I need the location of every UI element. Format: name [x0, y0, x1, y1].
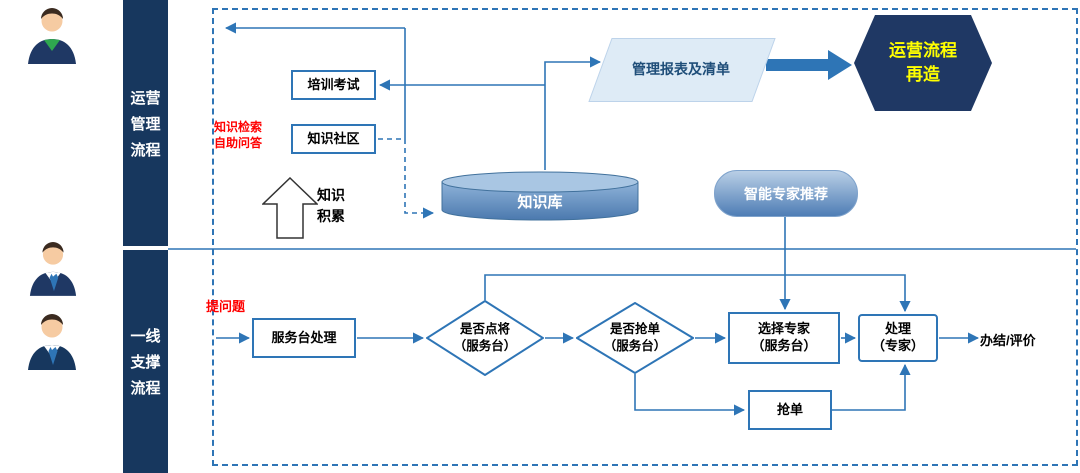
knowledge-search-note: 知识检索 自助问答	[214, 119, 284, 151]
connector-kb-to-report	[544, 56, 602, 170]
lane1-line1: 运营	[130, 90, 161, 107]
decision-designate-diamond: 是否点将 （服务台）	[425, 299, 545, 377]
lane1-line2: 管理	[130, 116, 161, 133]
process-dashed-border	[212, 8, 1078, 466]
reengineering-line2: 再造	[906, 65, 940, 84]
decision-grab-label: 是否抢单 （服务台）	[576, 302, 694, 374]
lane2-line1: 一线	[130, 328, 161, 345]
decision-designate-line2: （服务台）	[453, 339, 517, 353]
lane-label-frontline: 一线 支撑 流程	[123, 308, 168, 418]
avatar-frontline-user-2	[28, 314, 76, 370]
grab-order-label: 抢单	[776, 401, 803, 417]
knowledge-base-label: 知识库	[517, 193, 563, 211]
connector-graborder-to-handle	[832, 363, 911, 411]
diamond-shape	[425, 299, 545, 377]
decision-grab-line2: （服务台）	[603, 339, 667, 353]
knowledge-accumulation-up-arrow-icon	[262, 177, 318, 239]
note-line1: 知识检索	[214, 120, 263, 134]
hexagon-shape	[854, 15, 992, 111]
knowledge-base-cylinder: 知识库	[440, 170, 640, 222]
ask-question-label: 提问题	[206, 299, 246, 314]
lane2-line3: 流程	[130, 380, 161, 397]
block-arrow-report-to-reengineering	[766, 50, 852, 80]
cylinder-shape	[441, 171, 639, 221]
avatar-frontline-user-1	[29, 242, 77, 296]
handle-expert-line1: 处理	[884, 321, 911, 337]
lane1-line3: 流程	[130, 142, 161, 159]
decision-designate-label: 是否点将 （服务台）	[426, 300, 544, 376]
accum-line1: 知识	[317, 187, 345, 203]
avatar-operations-user	[28, 8, 76, 64]
decision-designate-line1: 是否点将	[459, 322, 510, 336]
swimlane-divider-gap	[123, 246, 168, 250]
select-expert-box: 选择专家 （服务台）	[728, 312, 840, 364]
service-desk-box: 服务台处理	[252, 318, 356, 358]
knowledge-accumulation-label: 知识 积累	[317, 185, 345, 227]
handle-expert-line2: （专家）	[871, 338, 924, 353]
lane-label-operations: 运营 管理 流程	[123, 70, 168, 180]
diamond-shape	[575, 301, 695, 375]
service-desk-label: 服务台处理	[271, 329, 337, 345]
select-expert-line1: 选择专家	[757, 321, 810, 337]
note-line2: 自助问答	[214, 136, 263, 150]
connector-designate-to-handle	[484, 274, 911, 313]
connector-grabdecision-to-graborder	[634, 374, 746, 416]
expert-recommendation-pill: 智能专家推荐	[714, 170, 858, 217]
grab-order-box: 抢单	[748, 390, 832, 430]
expert-recommendation-label: 智能专家推荐	[744, 185, 828, 202]
swimlane-band	[123, 0, 168, 473]
training-exam-label: 培训考试	[307, 76, 360, 92]
knowledge-community-label: 知识社区	[307, 130, 360, 146]
report-list-label: 管理报表及清单	[632, 61, 730, 77]
connector-community-to-kb	[378, 138, 435, 219]
decision-grab-diamond: 是否抢单 （服务台）	[575, 301, 695, 375]
training-exam-box: 培训考试	[291, 70, 376, 100]
lane2-line2: 支撑	[130, 354, 161, 371]
reengineering-hexagon: 运营流程 再造	[853, 14, 993, 112]
knowledge-community-box: 知识社区	[291, 124, 376, 154]
select-expert-line2: （服务台）	[751, 338, 817, 353]
handle-expert-box: 处理 （专家）	[858, 314, 938, 362]
ask-question-note: 提问题	[206, 299, 245, 315]
reengineering-label: 运营流程 再造	[853, 14, 993, 112]
decision-grab-line1: 是否抢单	[609, 322, 660, 336]
reengineering-line1: 运营流程	[889, 41, 957, 60]
accum-line2: 积累	[317, 208, 345, 224]
complete-evaluate-label: 办结/评价	[980, 333, 1036, 348]
